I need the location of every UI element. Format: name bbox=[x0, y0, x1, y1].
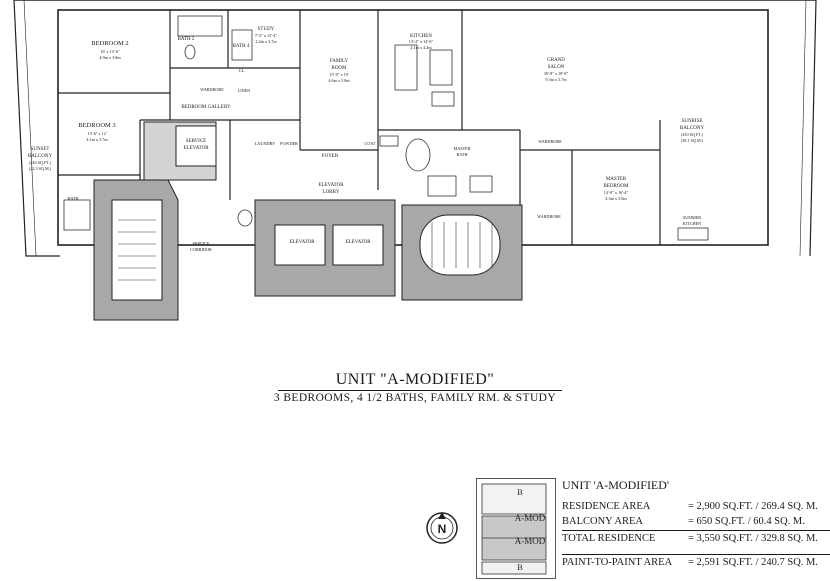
bedroom3-dims-m: 4.1m x 3.7m bbox=[86, 137, 108, 142]
area-value: = 2,591 SQ.FT. / 240.7 SQ. M. bbox=[688, 557, 818, 568]
north-arrow-icon: N bbox=[426, 512, 458, 544]
area-row-paint-to-paint: PAINT-TO-PAINT AREA = 2,591 SQ.FT. / 240… bbox=[562, 554, 830, 570]
kitchen-label: KITCHEN bbox=[410, 34, 432, 39]
sunset-area-ft: (240 SQ.FT.) bbox=[29, 160, 52, 165]
north-label: N bbox=[438, 522, 447, 536]
wardrobe-master-label: WARDROBE bbox=[538, 139, 562, 144]
salon-dims-m: 9.3m x 5.7m bbox=[545, 77, 567, 82]
gallery-label: BEDROOM GALLERY bbox=[181, 105, 231, 110]
bath2-label: BATH 2 bbox=[178, 37, 195, 42]
family-dims-ft: 15'-0" x 19' bbox=[329, 72, 349, 77]
study-dims-ft: 7'-2" x 12'-4" bbox=[255, 33, 278, 38]
sunrise-label-1: SUNRISE bbox=[682, 119, 703, 124]
salon-dims-ft: 30'-8" x 18'-8" bbox=[544, 71, 569, 76]
keyplan-top-label: B bbox=[517, 487, 523, 497]
study-label: STUDY bbox=[258, 27, 275, 32]
master-bedroom-label-1: MASTER bbox=[606, 177, 627, 182]
family-dims-m: 4.6m x 5.8m bbox=[328, 78, 350, 83]
closet-label: CL. bbox=[239, 68, 245, 73]
area-label: PAINT-TO-PAINT AREA bbox=[562, 557, 673, 568]
laundry-label: LAUNDRY bbox=[255, 141, 275, 146]
unit-title: UNIT "A-MODIFIED" bbox=[335, 371, 495, 388]
area-value: = 650 SQ.FT. / 60.4 SQ. M. bbox=[688, 516, 805, 527]
foyer-label: FOYER bbox=[322, 154, 339, 159]
salon-label-2: SALON bbox=[548, 65, 565, 70]
service-corridor-label-2: CORRIDOR bbox=[190, 247, 212, 252]
family-label-2: ROOM bbox=[331, 66, 347, 71]
kitchen-dims-ft: 13'-4" x 14'-6" bbox=[409, 39, 434, 44]
area-value: = 3,550 SQ.FT. / 329.8 SQ. M. bbox=[688, 533, 818, 544]
summer-kitchen-label-1: SUMMER bbox=[683, 215, 701, 220]
elevator-a-label: ELEVATOR bbox=[289, 240, 315, 245]
kitchen-dims-m: 4.1m x 4.4m bbox=[410, 45, 432, 50]
coat-label: COAT bbox=[365, 141, 376, 146]
master-bath-label-2: BATH bbox=[457, 152, 468, 157]
service-elevator-label-2: ELEVATOR bbox=[183, 146, 209, 151]
area-value: = 2,900 SQ.FT. / 269.4 SQ. M. bbox=[688, 501, 818, 512]
bedroom3-dims-ft: 13'-6" x 12' bbox=[87, 131, 107, 136]
area-row-residence: RESIDENCE AREA = 2,900 SQ.FT. / 269.4 SQ… bbox=[562, 499, 830, 514]
bath4-label: BATH 4 bbox=[233, 44, 250, 49]
master-bedroom-dims-ft: 14'-0" x 16'-4" bbox=[604, 190, 629, 195]
elevator-b-label: ELEVATOR bbox=[345, 240, 371, 245]
sunset-label-1: SUNSET bbox=[31, 147, 50, 152]
sunset-area-m: (22.3 SQ.M.) bbox=[29, 166, 52, 171]
master-bedroom-label-2: BEDROOM bbox=[603, 184, 629, 189]
sunset-label-2: BALCONY bbox=[28, 154, 53, 159]
bedroom2-dims-m: 4.9m x 3.8m bbox=[99, 55, 121, 60]
area-label: BALCONY AREA bbox=[562, 516, 643, 527]
sunrise-label-2: BALCONY bbox=[680, 126, 705, 131]
elevator-lobby-label-1: ELEVATOR bbox=[318, 183, 344, 188]
fixtures bbox=[63, 15, 709, 241]
wardrobe-lower-label: WARDROBE bbox=[537, 214, 561, 219]
bath-small-label: BATH bbox=[68, 196, 79, 201]
keyplan-bottom-label: B bbox=[517, 562, 523, 572]
elevator-lobby-label-2: LOBBY bbox=[323, 190, 340, 195]
area-label: TOTAL RESIDENCE bbox=[562, 533, 656, 544]
area-table: UNIT 'A-MODIFIED' RESIDENCE AREA = 2,900… bbox=[562, 478, 830, 570]
bedroom3-label: BEDROOM 3 bbox=[78, 122, 115, 129]
keyplan-unit-bottom: A-MOD bbox=[515, 536, 546, 546]
area-label: RESIDENCE AREA bbox=[562, 501, 651, 512]
key-plan: B A-MOD A-MOD B bbox=[476, 478, 556, 579]
bedroom2-label: BEDROOM 2 bbox=[91, 40, 128, 47]
summer-kitchen-label-2: KITCHEN bbox=[683, 221, 701, 226]
room-labels: BEDROOM 2 16' x 12'-6" 4.9m x 3.8m BATH … bbox=[28, 27, 705, 252]
sunrise-area-ft: (410 SQ.FT.) bbox=[681, 132, 704, 137]
bedroom2-dims-ft: 16' x 12'-6" bbox=[100, 49, 120, 54]
service-corridor-label-1: SERVICE bbox=[192, 241, 210, 246]
master-bedroom-dims-m: 4.3m x 5.0m bbox=[605, 196, 627, 201]
sunrise-area-m: (38.1 SQ.M.) bbox=[681, 138, 704, 143]
study-dims-m: 2.2m x 3.7m bbox=[255, 39, 277, 44]
master-bath-label-1: MASTER bbox=[454, 146, 471, 151]
floor-plan: BEDROOM 2 16' x 12'-6" 4.9m x 3.8m BATH … bbox=[13, 0, 817, 321]
unit-subtitle: 3 BEDROOMS, 4 1/2 BATHS, FAMILY RM. & ST… bbox=[273, 392, 557, 404]
salon-label-1: GRAND bbox=[547, 58, 565, 63]
keyplan-unit-top: A-MOD bbox=[515, 513, 546, 523]
area-heading: UNIT 'A-MODIFIED' bbox=[562, 478, 670, 492]
stair-treads bbox=[118, 219, 493, 281]
service-elevator-label-1: SERVICE bbox=[186, 139, 206, 144]
linen-label: LINEN bbox=[238, 88, 251, 93]
title-rule bbox=[278, 390, 562, 391]
family-label-1: FAMILY bbox=[330, 59, 349, 64]
area-row-balcony: BALCONY AREA = 650 SQ.FT. / 60.4 SQ. M. bbox=[562, 514, 830, 529]
powder-label: POWDER bbox=[280, 141, 298, 146]
wardrobe-upper-label: WARDROBE bbox=[200, 87, 224, 92]
area-row-total: TOTAL RESIDENCE = 3,550 SQ.FT. / 329.8 S… bbox=[562, 530, 830, 546]
